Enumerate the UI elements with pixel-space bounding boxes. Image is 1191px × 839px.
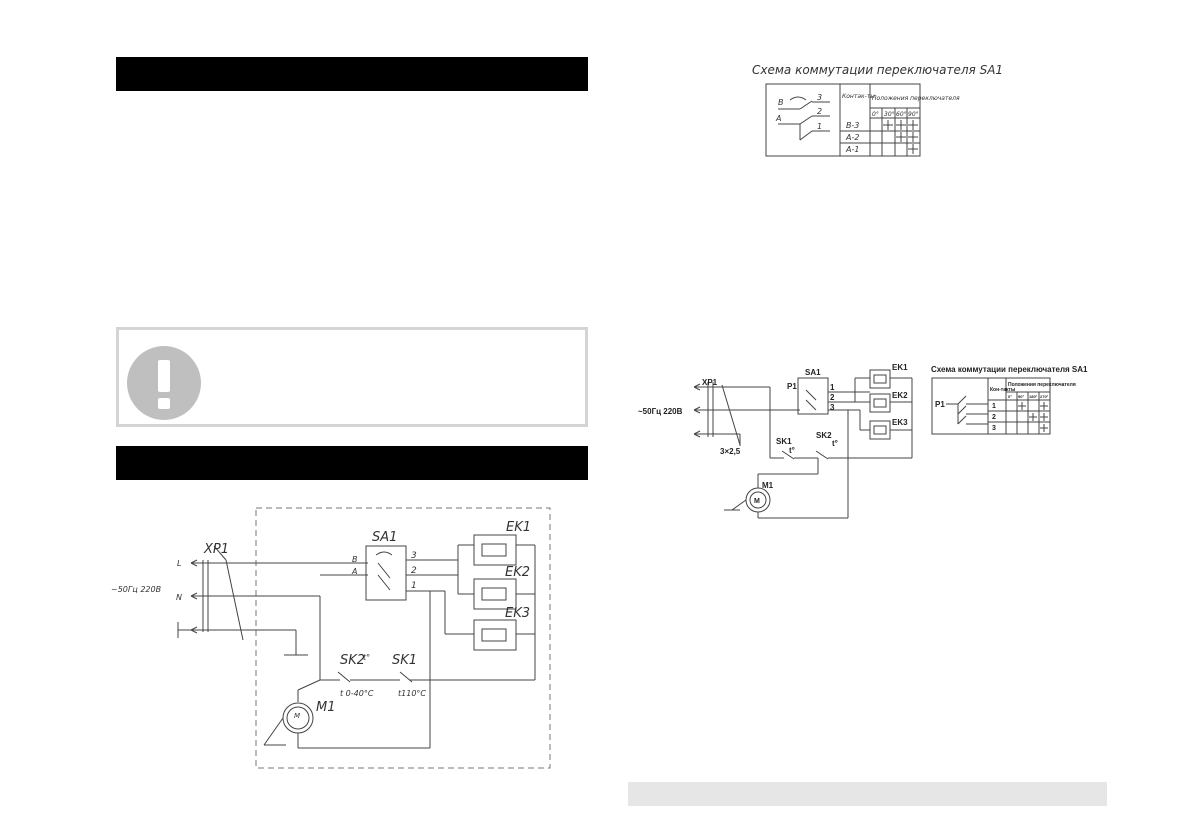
warning-box	[116, 327, 588, 427]
sk2-range-label: t 0-40°C	[340, 689, 374, 698]
contact-3-label: 3	[817, 93, 822, 102]
angle-180-2: 180°	[1029, 394, 1038, 399]
m1-label: M1	[316, 700, 336, 715]
row-a1: A-1	[845, 145, 859, 154]
angle-0-2: 0°	[1008, 394, 1012, 399]
ek1-label-2: EK1	[892, 363, 908, 372]
contact-1-label: 1	[411, 581, 417, 591]
motor-m-label: M	[294, 712, 300, 720]
section-header-bar-1	[116, 57, 588, 91]
contacts-header-2: Кон-такты	[990, 387, 1015, 393]
motor-m-label-2: M	[754, 498, 760, 505]
supply-label-2: ~50Гц 220В	[638, 407, 683, 416]
row-b3: B-3	[846, 121, 859, 130]
sk1-label-2: SK1	[776, 437, 792, 446]
contact-3-label-2: 3	[830, 403, 835, 412]
footer-bar	[628, 782, 1107, 806]
contact-2-label-2: 2	[830, 393, 835, 402]
contact-1-label: 1	[817, 122, 822, 131]
l-label: L	[177, 559, 181, 568]
b-label: B	[778, 98, 784, 107]
sk2-t-label: t°	[832, 439, 838, 448]
ek3-label: EK3	[505, 606, 530, 621]
contact-1-label-2: 1	[830, 383, 835, 392]
positions-header: Положения переключателя	[872, 95, 960, 102]
row-a2: A-2	[845, 133, 859, 142]
ek2-label: EK2	[505, 565, 530, 580]
angle-270-2: 270°	[1040, 394, 1049, 399]
angle-90-2: 90°	[1018, 394, 1024, 399]
ek2-label-2: EK2	[892, 391, 908, 400]
sa1-label: SA1	[372, 530, 397, 545]
contact-2-label: 2	[411, 566, 417, 576]
contact-3-label: 3	[411, 551, 417, 561]
sk1-t-label: t°	[789, 446, 795, 455]
contacts-header: Контак-ты	[842, 93, 875, 100]
warning-exclamation-icon	[127, 346, 201, 420]
sk2-label-2: SK2	[816, 431, 832, 440]
switch-table-title-2: Схема коммутации переключателя SA1	[931, 365, 1088, 374]
section-header-bar-2	[116, 446, 588, 480]
ek3-label-2: EK3	[892, 418, 908, 427]
sk1-label: SK1	[392, 653, 417, 668]
b-label: B	[352, 555, 358, 564]
angle-60: 60°	[896, 111, 907, 118]
n-label: N	[176, 593, 182, 602]
a-label: A	[351, 567, 357, 576]
supply-label: ~50Гц 220В	[111, 585, 161, 594]
sk2-t-label: t°	[363, 653, 370, 662]
positions-header-2: Положения переключателя	[1008, 382, 1076, 388]
xp1-label-2: XP1	[702, 378, 718, 387]
cable-label: 3×2,5	[720, 447, 741, 456]
angle-30: 30°	[884, 111, 895, 118]
sa1-label-2: SA1	[805, 368, 821, 377]
p1-label: P1	[787, 382, 797, 391]
xp1-label: XP1	[203, 542, 229, 557]
table-row-1: 1	[992, 403, 996, 410]
angle-0: 0°	[872, 111, 879, 118]
sk2-label: SK2	[340, 653, 365, 668]
table-row-2: 2	[992, 414, 996, 421]
contact-2-label: 2	[817, 107, 822, 116]
a-label: A	[775, 114, 781, 123]
table-row-3: 3	[992, 425, 996, 432]
m1-label-2: M1	[762, 481, 774, 490]
switch-table-title: Схема коммутации переключателя SA1	[752, 63, 1003, 77]
angle-90: 90°	[908, 111, 919, 118]
ek1-label: EK1	[506, 520, 531, 535]
sk1-temp-label: t110°C	[398, 689, 426, 698]
p1-label-table: P1	[935, 400, 945, 409]
